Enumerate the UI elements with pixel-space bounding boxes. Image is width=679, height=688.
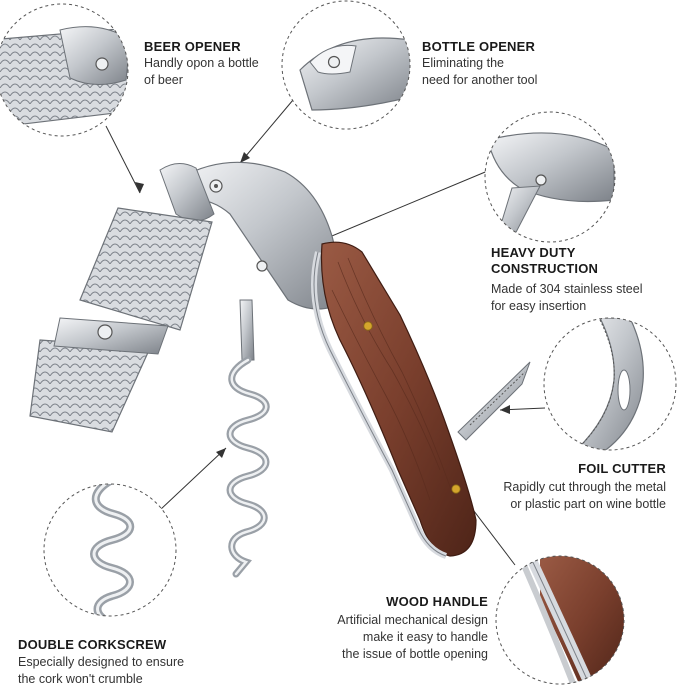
detail-heavy-duty-icon	[484, 111, 616, 243]
double-corkscrew-title: DOUBLE CORKSCREW	[18, 637, 167, 652]
beer-opener-desc-2: of beer	[144, 73, 183, 87]
foil-cutter-title: FOIL CUTTER	[578, 461, 666, 476]
bottle-opener-title: BOTTLE OPENER	[422, 39, 536, 54]
wood-handle-title: WOOD HANDLE	[386, 594, 488, 609]
heavy-duty-title-2: CONSTRUCTION	[491, 261, 599, 276]
beer-opener-callout: BEER OPENER Handly opon a bottle of beer	[144, 39, 294, 89]
detail-bottle-opener-icon	[281, 0, 411, 130]
heavy-duty-callout: HEAVY DUTY CONSTRUCTION Made of 304 stai…	[491, 245, 671, 315]
detail-double-corkscrew-icon	[43, 483, 177, 617]
beer-opener-desc-1: Handly opon a bottle	[144, 56, 259, 70]
bottle-opener-desc-2: need for another tool	[422, 73, 538, 87]
foil-cutter-desc-2: or plastic part on wine bottle	[510, 497, 666, 511]
wood-handle-desc-3: the issue of bottle opening	[342, 647, 488, 661]
beer-opener-title: BEER OPENER	[144, 39, 241, 54]
heavy-duty-title-1: HEAVY DUTY	[491, 245, 576, 260]
waiters-corkscrew-icon	[29, 161, 531, 578]
double-corkscrew-desc-1: Especially designed to ensure	[18, 655, 185, 669]
heavy-duty-desc-1: Made of 304 stainless steel	[491, 282, 643, 296]
detail-foil-cutter-icon	[543, 317, 677, 451]
double-corkscrew-desc-2: the cork won't crumble	[18, 672, 143, 686]
double-corkscrew-callout: DOUBLE CORKSCREW Especially designed to …	[18, 637, 238, 688]
foil-cutter-desc-1: Rapidly cut through the metal	[503, 480, 666, 494]
bottle-opener-desc-1: Eliminating the	[422, 56, 504, 70]
detail-beer-opener-icon	[0, 3, 129, 137]
foil-cutter-callout: FOIL CUTTER Rapidly cut through the meta…	[466, 461, 666, 513]
wood-handle-desc-1: Artificial mechanical design	[337, 613, 488, 627]
detail-wood-handle-icon	[495, 555, 625, 685]
wood-handle-desc-2: make it easy to handle	[362, 630, 488, 644]
bottle-opener-callout: BOTTLE OPENER Eliminating the need for a…	[422, 39, 592, 89]
wood-handle-callout: WOOD HANDLE Artificial mechanical design…	[300, 594, 488, 663]
heavy-duty-desc-2: for easy insertion	[491, 299, 587, 313]
